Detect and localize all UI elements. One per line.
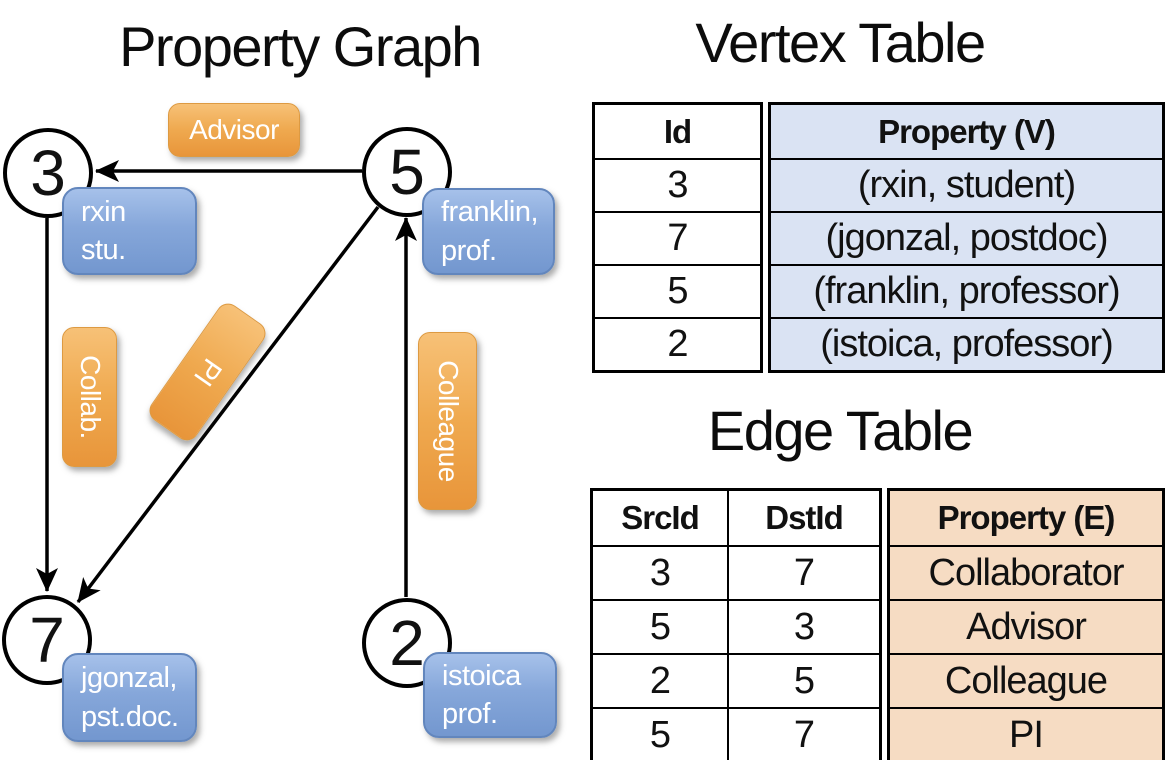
vertex-property-line: pst.doc.: [81, 700, 179, 733]
vertex-property-line: prof.: [441, 234, 497, 267]
vertex-table-header-property: Property (V): [878, 112, 1056, 150]
vertex-table-id-column: Id 3 7 5 2: [592, 102, 763, 373]
vertex-id-cell: 2: [667, 323, 688, 365]
table-row: 3: [595, 158, 760, 211]
edge-property-cell: Advisor: [966, 605, 1087, 648]
edge-dstid-cell: 7: [727, 709, 879, 760]
vertex-table-header-id: Id: [663, 112, 692, 150]
table-row: (franklin, professor): [771, 264, 1162, 317]
table-row: Collaborator: [890, 545, 1162, 599]
vertex-property-line: jgonzal,: [81, 662, 177, 695]
vertex-property-line: franklin,: [441, 196, 539, 229]
edge-pi-5-to-7: [76, 205, 380, 604]
vertex-property-box-rxin: rxin stu.: [62, 187, 197, 275]
edge-table-ids-columns: SrcId DstId 3 7 5 3 2 5 5 7: [590, 488, 882, 760]
edge-table-property-column: Property (E) Collaborator Advisor Collea…: [887, 488, 1165, 760]
vertex-property-line: istoica: [442, 659, 521, 692]
vertex-property-line: stu.: [81, 234, 126, 266]
table-row: 5: [595, 264, 760, 317]
vertex-id-cell: 7: [667, 217, 688, 259]
edge-srcid-cell: 3: [649, 551, 671, 594]
vertex-property-cell: (rxin, student): [857, 164, 1076, 206]
vertex-property-box-istoica: istoica prof.: [423, 652, 557, 738]
vertex-id-label: 5: [389, 136, 425, 208]
edge-dstid-cell: 7: [727, 547, 879, 599]
edge-srcid-cell: 5: [649, 713, 671, 756]
edge-dstid-cell: 3: [727, 601, 879, 653]
vertex-table: Id 3 7 5 2 Property (V) (rxin, student) …: [592, 102, 1165, 373]
vertex-property-line: prof.: [442, 698, 498, 730]
table-row: (istoica, professor): [771, 317, 1162, 370]
edge-label-text: Colleague: [432, 360, 464, 482]
edge-property-cell: PI: [1009, 713, 1044, 756]
graph-edges-layer: [36, 160, 417, 604]
table-row: 2 5: [593, 653, 879, 707]
table-row: 3 7: [593, 545, 879, 599]
edge-table-title: Edge Table: [707, 399, 974, 462]
edge-label-text: Advisor: [189, 114, 279, 145]
edge-label-text: PI: [187, 352, 228, 392]
edge-label-text: Collab.: [74, 355, 106, 439]
vertex-property-cell: (franklin, professor): [813, 270, 1120, 312]
edge-table-header-property: Property (E): [937, 499, 1116, 536]
vertex-node-2: 2: [362, 598, 452, 688]
edge-property-cell: Collaborator: [928, 551, 1125, 594]
vertex-table-title: Vertex Table: [695, 11, 986, 74]
vertex-property-cell: (istoica, professor): [820, 323, 1114, 365]
table-row: Advisor: [890, 599, 1162, 653]
edge-label-collab: Collab.: [62, 327, 117, 467]
table-row: (rxin, student): [771, 158, 1162, 211]
vertex-id-cell: 3: [667, 164, 688, 206]
table-row: PI: [890, 707, 1162, 760]
edge-property-cell: Colleague: [944, 659, 1108, 702]
vertex-node-5: 5: [362, 127, 452, 217]
edge-table-header-dstid: DstId: [727, 491, 879, 545]
vertex-table-property-column: Property (V) (rxin, student) (jgonzal, p…: [768, 102, 1165, 373]
edge-table: SrcId DstId 3 7 5 3 2 5 5 7 Property (E)…: [590, 488, 1165, 760]
edge-label-colleague: Colleague: [418, 332, 477, 510]
table-row: 2: [595, 317, 760, 370]
table-row: Colleague: [890, 653, 1162, 707]
property-graph-title: Property Graph: [119, 15, 482, 78]
table-row: (jgonzal, postdoc): [771, 211, 1162, 264]
edge-table-header-srcid: SrcId: [621, 499, 700, 536]
edge-dstid-cell: 5: [727, 655, 879, 707]
vertex-property-line: rxin: [81, 195, 126, 228]
vertex-id-cell: 5: [667, 270, 688, 312]
edge-srcid-cell: 2: [649, 659, 671, 702]
table-row: 5 3: [593, 599, 879, 653]
vertex-property-cell: (jgonzal, postdoc): [825, 217, 1109, 259]
vertex-property-box-franklin: franklin, prof.: [422, 188, 555, 275]
vertex-id-label: 3: [30, 137, 66, 209]
edge-srcid-cell: 5: [649, 605, 671, 648]
vertex-id-label: 2: [389, 607, 425, 679]
table-row: 7: [595, 211, 760, 264]
vertex-id-label: 7: [29, 604, 65, 676]
vertex-property-box-jgonzal: jgonzal, pst.doc.: [62, 653, 197, 742]
edge-label-advisor: Advisor: [168, 103, 300, 157]
table-row: 5 7: [593, 707, 879, 760]
